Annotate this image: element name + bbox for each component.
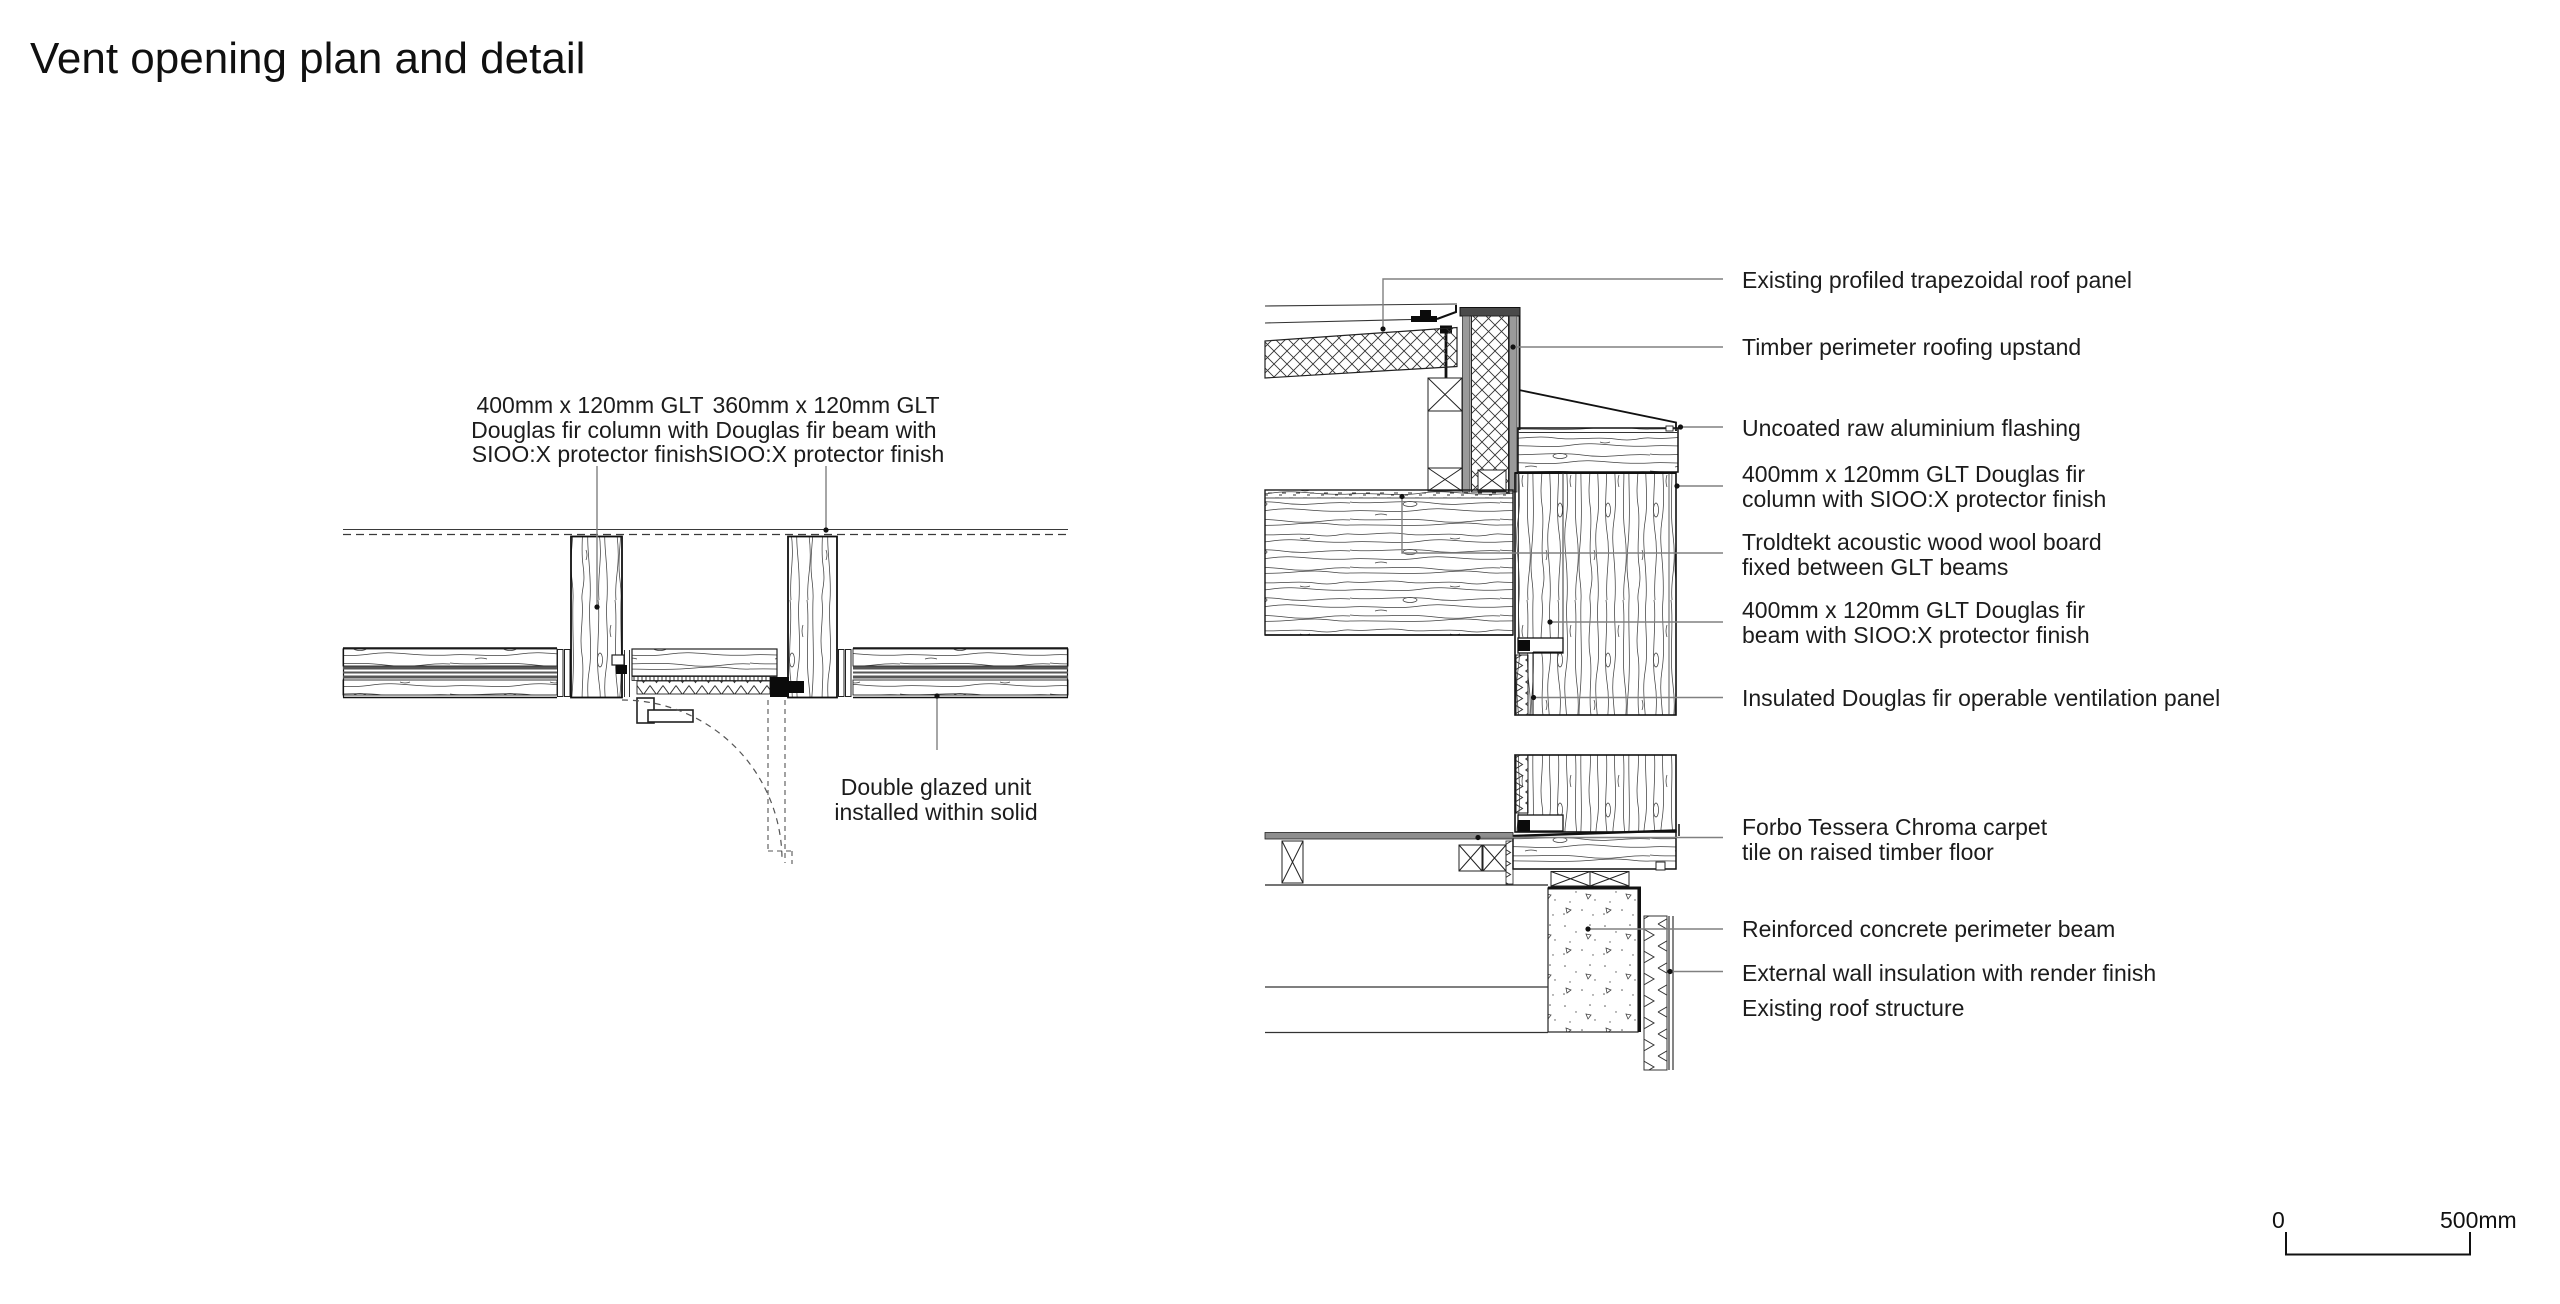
section-glt-column-upper: [1514, 472, 1677, 716]
label-glt-beam: 400mm x 120mm GLT Douglas fir beam with …: [1742, 597, 2090, 648]
section-glt-column-lower: [1514, 754, 1677, 833]
section-roof-insulation: [1264, 326, 1458, 379]
screw-icon: [1420, 310, 1431, 317]
label-plan-glazed-unit: Double glazed unit installed within soli…: [834, 774, 1038, 825]
plan-handle-bracket: [636, 697, 694, 724]
section-capping-board: [1517, 425, 1679, 473]
leader-roof-panel: [1382, 278, 1723, 329]
plan-glazing-lines-right: [853, 666, 1068, 679]
plan-leaders: [594, 466, 940, 750]
section-leaders: [1382, 278, 1723, 973]
plan-right-wall-band: [838, 647, 1069, 699]
leader-troldtekt: [1401, 496, 1723, 554]
plan-view: [342, 466, 1069, 864]
section-troldtekt-band: [1264, 489, 1514, 636]
page-title: Vent opening plan and detail: [30, 34, 586, 83]
section-timber-blocking: [1427, 377, 1507, 492]
section-vent-panel-frame-upper: [1515, 637, 1564, 716]
label-concrete-beam: Reinforced concrete perimeter beam: [1742, 916, 2116, 942]
section-view: [1264, 278, 1723, 1071]
label-plan-column: 400mm x 120mm GLT Douglas fir column wit…: [471, 392, 709, 467]
section-blocking-over-concrete: [1550, 871, 1630, 887]
plan-glazing-lines-left: [343, 666, 557, 679]
section-concrete-beam: [1547, 886, 1641, 1033]
section-roof-upstand: [1459, 307, 1521, 493]
label-upstand: Timber perimeter roofing upstand: [1742, 334, 2082, 360]
label-glt-column: 400mm x 120mm GLT Douglas fir column wit…: [1742, 461, 2107, 512]
scale-bar: [2285, 1232, 2471, 1256]
plan-glt-column-right: [787, 535, 838, 699]
section-roof-panel: [1264, 303, 1458, 324]
label-roof-structure: Existing roof structure: [1742, 995, 1965, 1021]
label-vent-panel: Insulated Douglas fir operable ventilati…: [1742, 685, 2221, 711]
scale-end-value: 500mm: [2440, 1207, 2517, 1233]
plan-vent-panel: [611, 648, 804, 697]
label-plan-beam: 360mm x 120mm GLT Douglas fir beam with …: [707, 392, 945, 467]
label-flashing: Uncoated raw aluminium flashing: [1742, 415, 2081, 441]
plan-frame-fixing: [616, 665, 627, 674]
label-wall-insulation: External wall insulation with render fin…: [1742, 960, 2157, 986]
section-existing-roof-structure: [1265, 986, 1548, 1034]
section-aluminium-flashing: [1518, 389, 1677, 431]
plan-left-wall-band: [342, 647, 571, 699]
label-roof-panel: Existing profiled trapezoidal roof panel: [1742, 267, 2132, 293]
section-wall-insulation: [1643, 915, 1674, 1071]
section-leader-dots: [1380, 326, 1684, 975]
section-fixing-plate: [1411, 316, 1437, 322]
label-carpet: Forbo Tessera Chroma carpet tile on rais…: [1742, 814, 2048, 865]
label-troldtekt: Troldtekt acoustic wood wool board fixed…: [1742, 529, 2102, 580]
plan-hinge: [770, 677, 789, 697]
scale-start-value: 0: [2272, 1207, 2285, 1233]
section-raised-floor: [1264, 832, 1548, 886]
plan-panel-swing: [621, 699, 793, 864]
